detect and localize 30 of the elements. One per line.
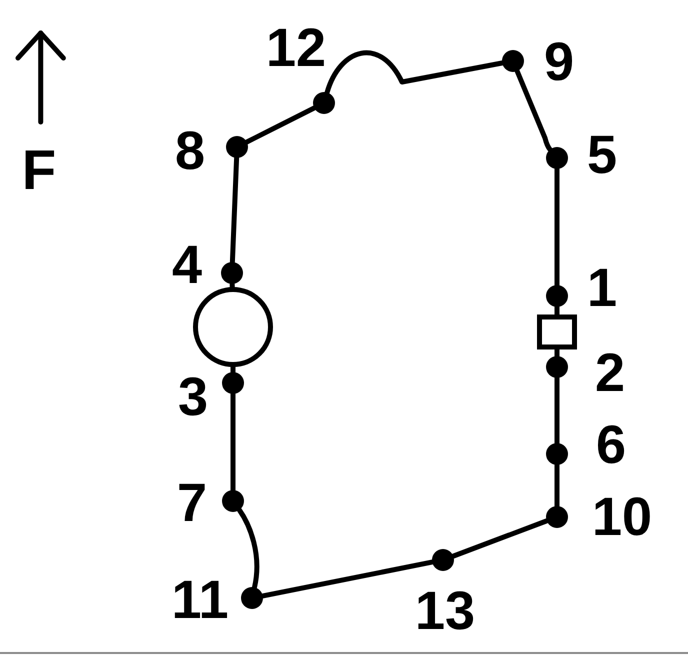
connector-line	[260, 560, 435, 598]
point-number: 10	[592, 490, 652, 544]
point-number: 6	[596, 418, 626, 472]
point-number: 5	[586, 128, 618, 182]
connector-line	[554, 376, 560, 446]
connector-line	[554, 347, 560, 358]
point-number: 3	[178, 370, 208, 424]
connector-line	[230, 364, 236, 374]
connector-line	[244, 106, 317, 144]
connector-line	[230, 282, 235, 290]
connector-line	[554, 166, 560, 288]
point-number: 4	[172, 238, 202, 292]
connector-line	[554, 462, 560, 508]
point-number: 2	[594, 346, 626, 400]
connector-line	[514, 68, 552, 152]
connector-line	[230, 156, 240, 264]
connector-line	[236, 508, 260, 590]
point-number: 11	[171, 573, 229, 627]
point-number: 9	[544, 35, 574, 89]
connector-line	[554, 304, 560, 317]
point-number: 7	[176, 476, 208, 530]
point-number: 13	[414, 584, 476, 638]
open-square	[537, 314, 577, 350]
force-label: F	[22, 142, 56, 198]
point-number: 8	[174, 124, 206, 178]
connector-line	[324, 50, 505, 95]
point-number: 1	[586, 261, 618, 315]
point-number: 12	[266, 21, 326, 75]
connector-line	[230, 392, 236, 492]
connector-line	[450, 518, 550, 559]
